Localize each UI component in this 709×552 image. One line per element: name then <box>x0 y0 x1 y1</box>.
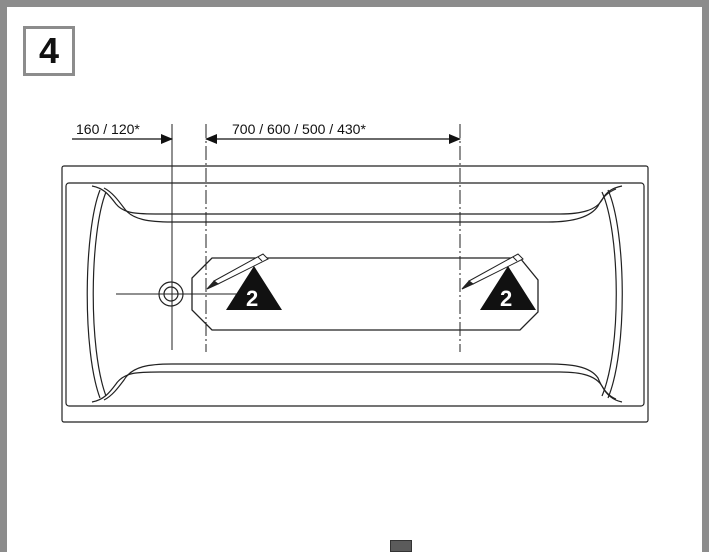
warning-triangle-icon <box>480 266 536 310</box>
step-number-box: 4 <box>23 26 75 76</box>
pencil-icon <box>206 253 269 290</box>
callout-number: 2 <box>246 286 258 311</box>
support-frame <box>191 257 539 331</box>
callout-right: 2 <box>461 253 536 311</box>
step-number: 4 <box>38 30 60 71</box>
callout-left: 2 <box>206 253 282 311</box>
pencil-icon <box>461 253 524 290</box>
bathtub-outline <box>61 165 649 423</box>
callout-number: 2 <box>500 286 512 311</box>
support-spacing-label: 700 / 600 / 500 / 430* <box>232 121 366 137</box>
drain-offset-label: 160 / 120* <box>76 121 140 137</box>
warning-triangle-icon <box>226 266 282 310</box>
